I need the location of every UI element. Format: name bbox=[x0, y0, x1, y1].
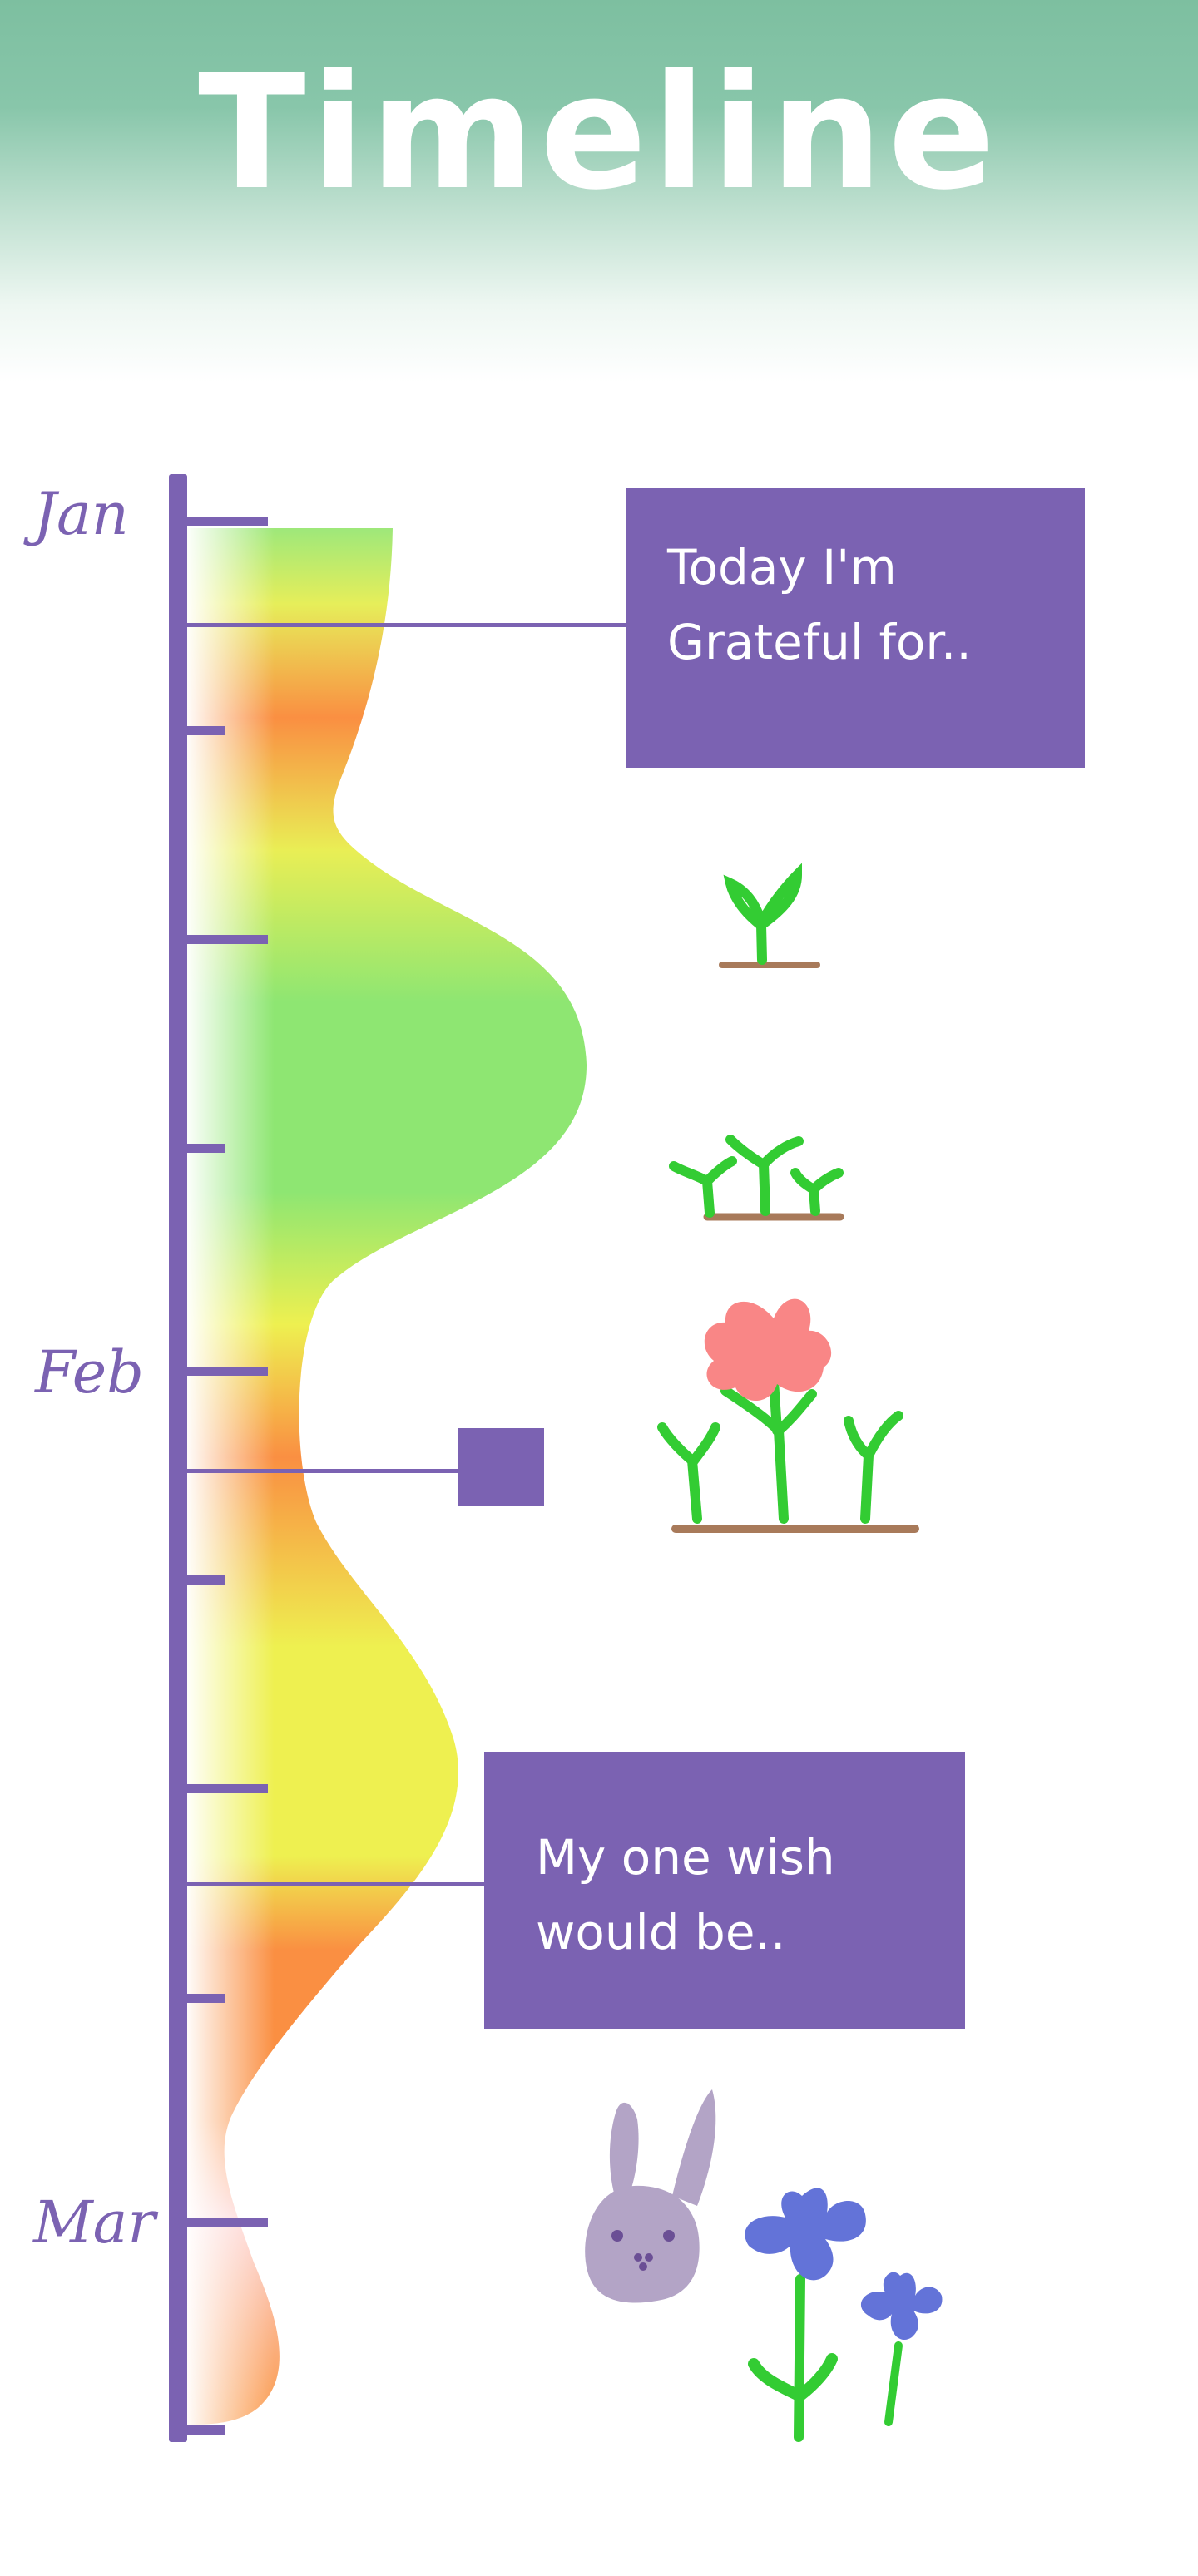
seedlings-icon bbox=[669, 1135, 844, 1221]
mood-graph bbox=[185, 516, 587, 2437]
blue-flowers-icon bbox=[745, 2188, 943, 2442]
wish-card-text: My one wish would be.. bbox=[536, 1829, 835, 1960]
month-label-jan: Jan bbox=[33, 480, 129, 548]
gratitude-card[interactable]: Today I'm Grateful for.. bbox=[626, 488, 1085, 768]
flower-garden-icon bbox=[657, 1298, 919, 1533]
month-label-mar: Mar bbox=[33, 2188, 156, 2257]
entry-connectors bbox=[185, 623, 626, 1886]
page-title: Timeline bbox=[198, 41, 1000, 225]
month-label-feb: Feb bbox=[35, 1338, 144, 1407]
header-banner: Timeline bbox=[0, 0, 1198, 383]
timeline-axis bbox=[169, 474, 268, 2442]
gratitude-card-text: Today I'm Grateful for.. bbox=[667, 539, 972, 670]
entry-marker-square[interactable] bbox=[458, 1428, 544, 1506]
sprout-icon bbox=[719, 863, 820, 968]
wish-card[interactable]: My one wish would be.. bbox=[484, 1752, 965, 2029]
bunny-icon bbox=[585, 2089, 716, 2303]
